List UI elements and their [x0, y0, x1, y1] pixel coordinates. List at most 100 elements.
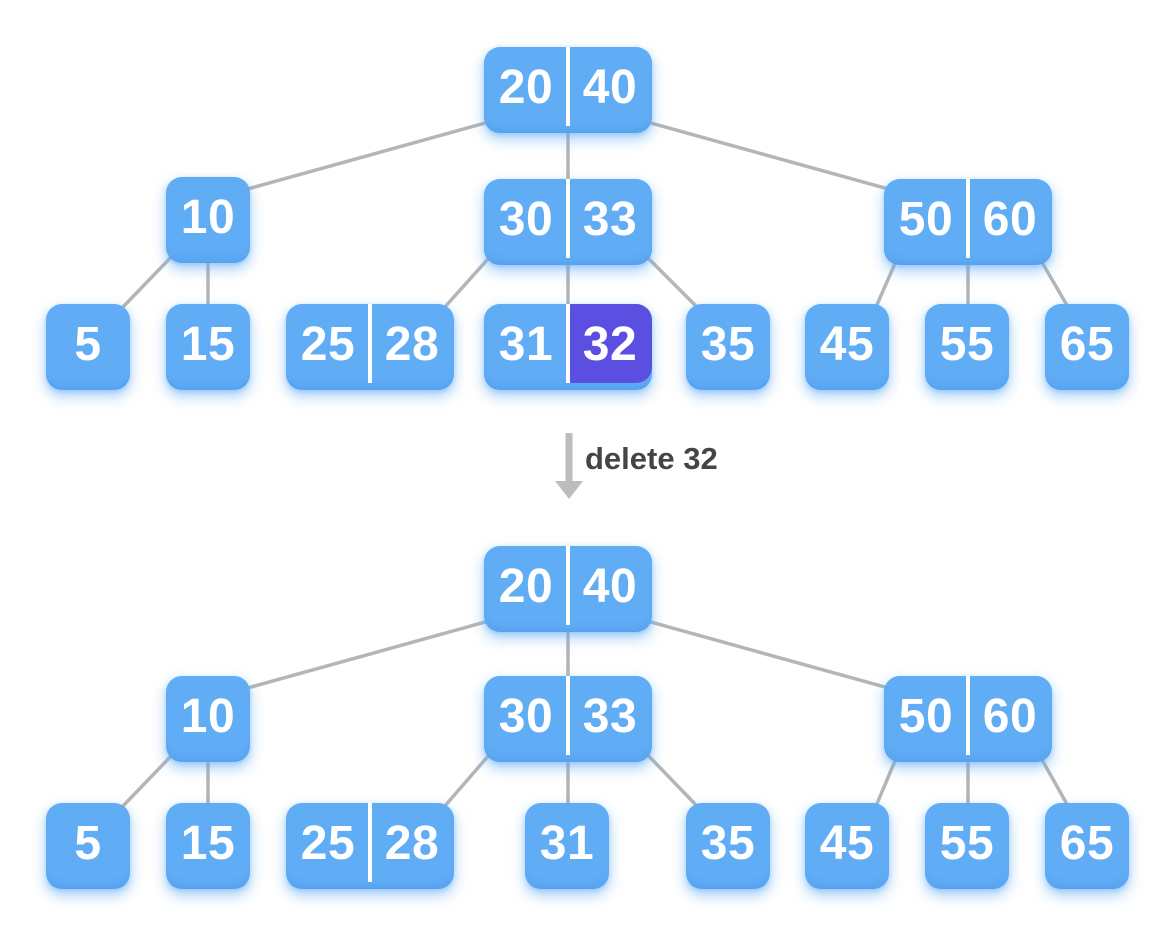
btree-node-10: 10	[166, 177, 250, 263]
node-key-divider	[368, 304, 372, 383]
node-key-divider	[566, 47, 570, 126]
btree-node-5: 5	[46, 304, 130, 390]
node-key: 33	[582, 193, 638, 246]
btree-node-45: 45	[805, 304, 889, 390]
node-cell: 28	[370, 304, 454, 390]
node-cell: 5	[46, 803, 130, 889]
node-cell: 35	[686, 304, 770, 390]
node-cell: 20	[484, 47, 568, 133]
btree-node-65: 65	[1045, 304, 1129, 390]
node-cell: 15	[166, 304, 250, 390]
node-key: 28	[384, 318, 440, 371]
node-key: 20	[498, 560, 554, 613]
node-key: 60	[982, 193, 1038, 246]
tree-edge	[242, 118, 498, 192]
node-key: 20	[498, 61, 554, 114]
node-key: 35	[700, 817, 756, 870]
node-cell: 33	[568, 179, 652, 265]
node-cell: 50	[884, 676, 968, 762]
node-cell: 25	[286, 803, 370, 889]
node-key: 30	[498, 193, 554, 246]
node-key: 55	[939, 817, 995, 870]
node-key: 40	[582, 61, 638, 114]
btree-node-45: 45	[805, 803, 889, 889]
tree-edge	[242, 617, 498, 691]
node-cell: 10	[166, 676, 250, 762]
node-cell: 40	[568, 47, 652, 133]
node-key: 10	[180, 690, 236, 743]
btree-node-65: 65	[1045, 803, 1129, 889]
btree-node-30-33: 30 33	[484, 676, 652, 762]
tree-edge	[120, 749, 178, 809]
btree-node-25-28: 25 28	[286, 304, 454, 390]
delete-arrow-head-icon	[555, 481, 583, 499]
node-cell: 35	[686, 803, 770, 889]
node-cell: 65	[1045, 304, 1129, 390]
node-cell: 50	[884, 179, 968, 265]
node-cell: 10	[166, 177, 250, 263]
node-cell: 30	[484, 179, 568, 265]
node-key: 50	[898, 690, 954, 743]
node-key: 40	[582, 560, 638, 613]
node-cell: 55	[925, 803, 1009, 889]
node-key-divider	[566, 546, 570, 625]
node-key: 25	[300, 318, 356, 371]
btree-node-31-32: 31 32	[484, 304, 652, 390]
node-key: 32	[582, 318, 638, 371]
node-cell: 25	[286, 304, 370, 390]
node-cell: 60	[968, 179, 1052, 265]
node-key-divider	[566, 676, 570, 755]
tree-edge	[638, 118, 894, 192]
node-key: 35	[700, 318, 756, 371]
node-cell: 20	[484, 546, 568, 632]
node-cell: 45	[805, 803, 889, 889]
btree-node-50-60: 50 60	[884, 179, 1052, 265]
node-cell: 55	[925, 304, 1009, 390]
tree-edge	[120, 250, 178, 310]
node-key: 31	[539, 817, 595, 870]
btree-node-50-60: 50 60	[884, 676, 1052, 762]
node-key: 5	[74, 817, 102, 870]
btree-node-55: 55	[925, 803, 1009, 889]
node-cell: 60	[968, 676, 1052, 762]
node-key: 55	[939, 318, 995, 371]
node-key: 28	[384, 817, 440, 870]
node-cell: 5	[46, 304, 130, 390]
btree-node-5: 5	[46, 803, 130, 889]
node-key: 65	[1059, 318, 1115, 371]
node-cell: 30	[484, 676, 568, 762]
tree-edge	[442, 745, 498, 809]
btree-node-31: 31	[525, 803, 609, 889]
node-cell: 31	[484, 304, 568, 390]
node-cell: 28	[370, 803, 454, 889]
btree-node-30-33: 30 33	[484, 179, 652, 265]
node-key-divider	[966, 676, 970, 755]
operation-label: delete 32	[585, 441, 718, 476]
node-key-divider	[566, 179, 570, 258]
node-key-divider	[566, 304, 570, 383]
node-key-divider	[966, 179, 970, 258]
node-key-divider	[368, 803, 372, 882]
node-key: 25	[300, 817, 356, 870]
btree-node-55: 55	[925, 304, 1009, 390]
tree-edge	[638, 617, 894, 691]
node-cell: 40	[568, 546, 652, 632]
node-key: 15	[180, 318, 236, 371]
btree-node-10: 10	[166, 676, 250, 762]
node-key: 50	[898, 193, 954, 246]
node-cell: 45	[805, 304, 889, 390]
node-cell: 65	[1045, 803, 1129, 889]
node-key: 30	[498, 690, 554, 743]
btree-node-35: 35	[686, 803, 770, 889]
btree-node-25-28: 25 28	[286, 803, 454, 889]
node-cell: 31	[525, 803, 609, 889]
btree-node-15: 15	[166, 803, 250, 889]
node-key: 45	[819, 817, 875, 870]
node-cell: 33	[568, 676, 652, 762]
node-key: 5	[74, 318, 102, 371]
node-key: 60	[982, 690, 1038, 743]
node-key: 33	[582, 690, 638, 743]
